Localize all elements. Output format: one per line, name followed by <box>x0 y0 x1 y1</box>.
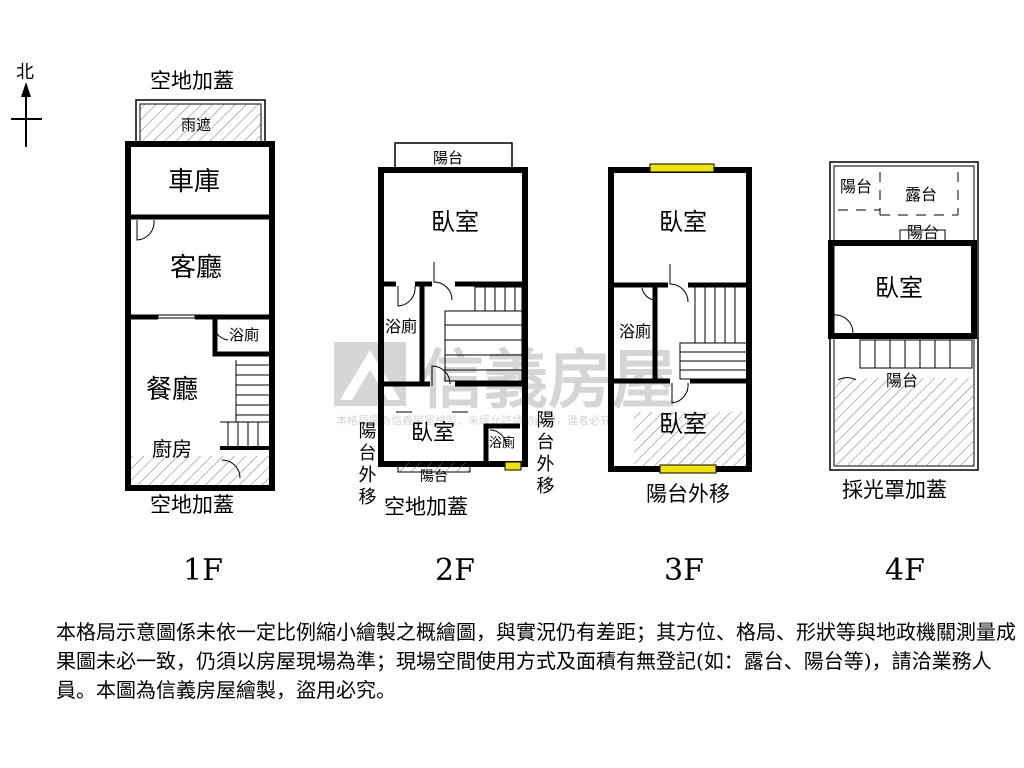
4f-balcony3-label: 陽台 <box>886 371 918 390</box>
3f-bottom-label: 陽台外移 <box>646 482 730 506</box>
1f-garage-label: 車庫 <box>168 167 220 197</box>
4f-bedroom-label: 臥室 <box>875 274 923 302</box>
2f-balcony-top-label: 陽台 <box>433 149 463 167</box>
3f-bedroom2-label: 臥室 <box>659 410 707 438</box>
watermark-small-text: 本格局圖為信義房屋繪製，未經允許請勿盜用，違者必究 <box>336 413 611 427</box>
floor-1f <box>125 99 275 491</box>
4f-balcony2-label: 陽台 <box>907 223 939 242</box>
floor-2f <box>378 142 528 473</box>
2f-floor-label: 2F <box>435 553 475 588</box>
4f-balcony1-label: 陽台 <box>840 177 872 196</box>
4f-terrace-label: 露台 <box>905 185 937 204</box>
2f-balcony-bottom-label: 陽台 <box>420 469 448 485</box>
1f-dining-label: 餐廳 <box>146 375 198 405</box>
3f-bath-label: 浴廁 <box>619 322 651 341</box>
2f-bath1-label: 浴廁 <box>385 317 417 336</box>
2f-bottom-label: 空地加蓋 <box>384 495 468 519</box>
1f-canopy-label: 雨遮 <box>181 116 211 134</box>
1f-bottom-label: 空地加蓋 <box>150 493 234 517</box>
4f-floor-label: 4F <box>885 553 925 588</box>
north-label: 北 <box>16 62 34 83</box>
2f-left-note: 陽台外移 <box>356 421 377 509</box>
disclaimer-text: 本格局示意圖係未依一定比例縮小繪製之概繪圖，與實況仍有差距；其方位、格局、形狀等… <box>56 620 1016 702</box>
1f-top-label: 空地加蓋 <box>150 69 234 93</box>
floor-3f <box>608 163 752 474</box>
2f-bath2-label: 浴廁 <box>489 435 515 451</box>
2f-bedroom2-label: 臥室 <box>411 421 455 446</box>
floor-4f <box>828 161 979 471</box>
1f-bath-label: 浴廁 <box>229 326 259 344</box>
2f-right-note: 陽台外移 <box>534 410 555 498</box>
3f-floor-label: 3F <box>664 553 704 588</box>
4f-bottom-label: 採光罩加蓋 <box>842 478 947 502</box>
1f-kitchen-label: 廚房 <box>152 437 192 461</box>
3f-bedroom1-label: 臥室 <box>659 208 707 236</box>
north-arrow-icon <box>11 82 42 147</box>
1f-floor-label: 1F <box>183 553 223 588</box>
2f-bedroom1-label: 臥室 <box>431 208 479 236</box>
1f-living-label: 客廳 <box>170 253 222 283</box>
